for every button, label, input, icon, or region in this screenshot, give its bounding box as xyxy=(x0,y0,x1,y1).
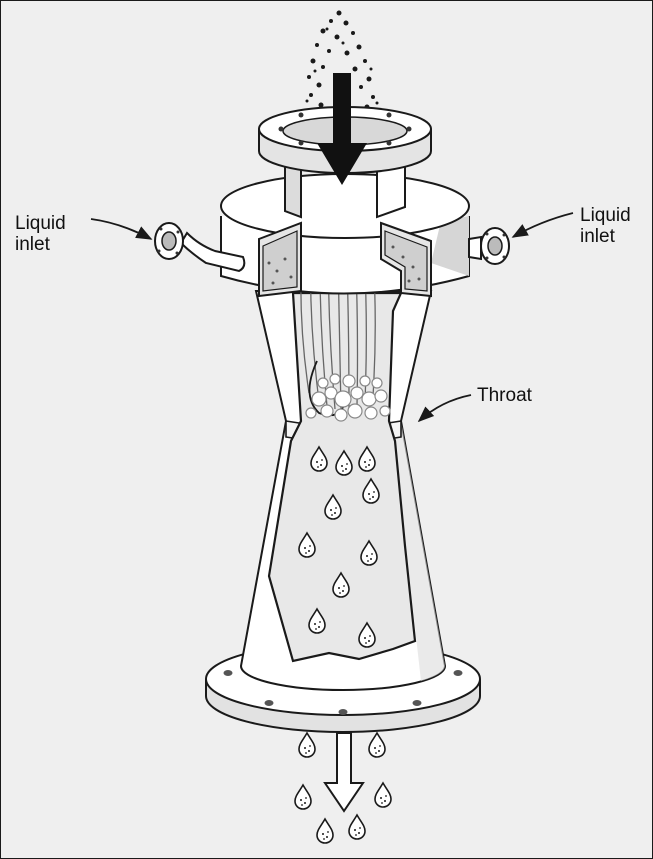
leader-liquid-inlet-right xyxy=(513,213,573,237)
label-liquid-inlet-left-line1: Liquid xyxy=(15,213,66,234)
leader-liquid-inlet-left xyxy=(91,219,151,239)
liquid-inlet-right-nozzle xyxy=(469,228,509,264)
outlet-arrow xyxy=(325,733,363,811)
label-liquid-inlet-right-line2: inlet xyxy=(580,226,631,247)
label-liquid-inlet-left: Liquid inlet xyxy=(15,213,66,255)
label-throat: Throat xyxy=(477,385,532,406)
leader-throat xyxy=(419,395,471,421)
label-liquid-inlet-right: Liquid inlet xyxy=(580,205,631,247)
label-throat-text: Throat xyxy=(477,385,532,406)
label-liquid-inlet-right-line1: Liquid xyxy=(580,205,631,226)
label-liquid-inlet-left-line2: inlet xyxy=(15,234,66,255)
